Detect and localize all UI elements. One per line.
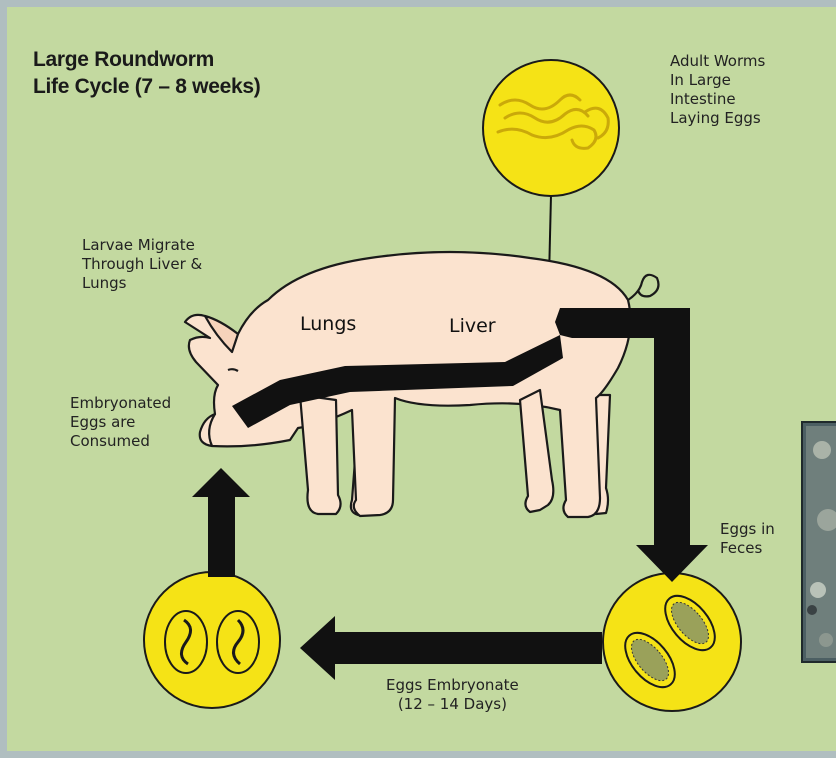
diagram-title: Large Roundworm Life Cycle (7 – 8 weeks) [33, 46, 260, 100]
larvae-migrate-label: Larvae Migrate Through Liver & Lungs [82, 236, 202, 293]
adult-worms-circle [483, 60, 619, 196]
embryonated-eggs-circle [144, 572, 280, 708]
eggs-in-feces-circle [603, 573, 741, 711]
title-line-2: Life Cycle (7 – 8 weeks) [33, 73, 260, 100]
eggs-in-feces-label: Eggs in Feces [720, 520, 775, 558]
embryonated-label: Embryonated Eggs are Consumed [70, 394, 171, 451]
arrow-to-embryonated [300, 616, 602, 680]
title-line-1: Large Roundworm [33, 46, 260, 73]
egg-micrograph-photo [802, 422, 836, 662]
adult-worms-label: Adult Worms In Large Intestine Laying Eg… [670, 52, 765, 128]
eggs-embryonate-label: Eggs Embryonate (12 – 14 Days) [386, 676, 519, 714]
arrow-up-to-pig [192, 468, 250, 577]
liver-label: Liver [449, 315, 496, 337]
lungs-label: Lungs [300, 313, 356, 335]
